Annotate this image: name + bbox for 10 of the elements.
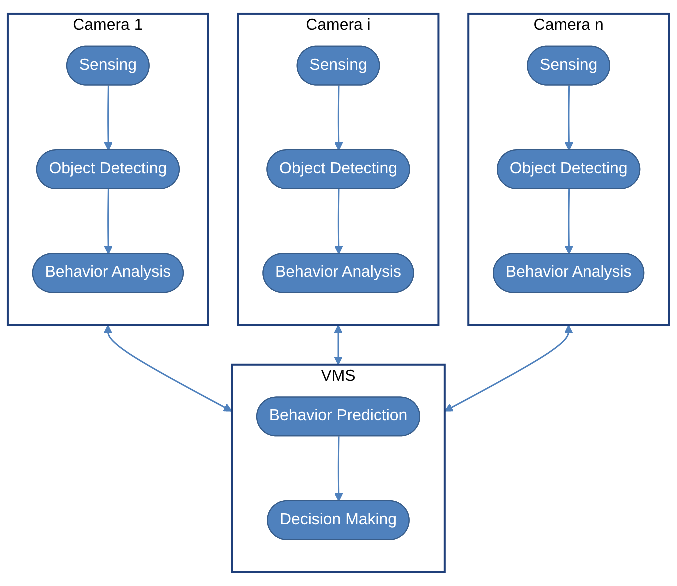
arrow <box>334 189 344 254</box>
arrow <box>104 86 113 151</box>
arrow <box>444 324 574 412</box>
arrow <box>334 324 343 366</box>
arrow <box>334 436 344 502</box>
arrow <box>564 86 574 151</box>
arrow <box>104 189 113 254</box>
arrow <box>564 189 574 254</box>
arrow <box>104 324 232 412</box>
arrow <box>334 86 344 151</box>
